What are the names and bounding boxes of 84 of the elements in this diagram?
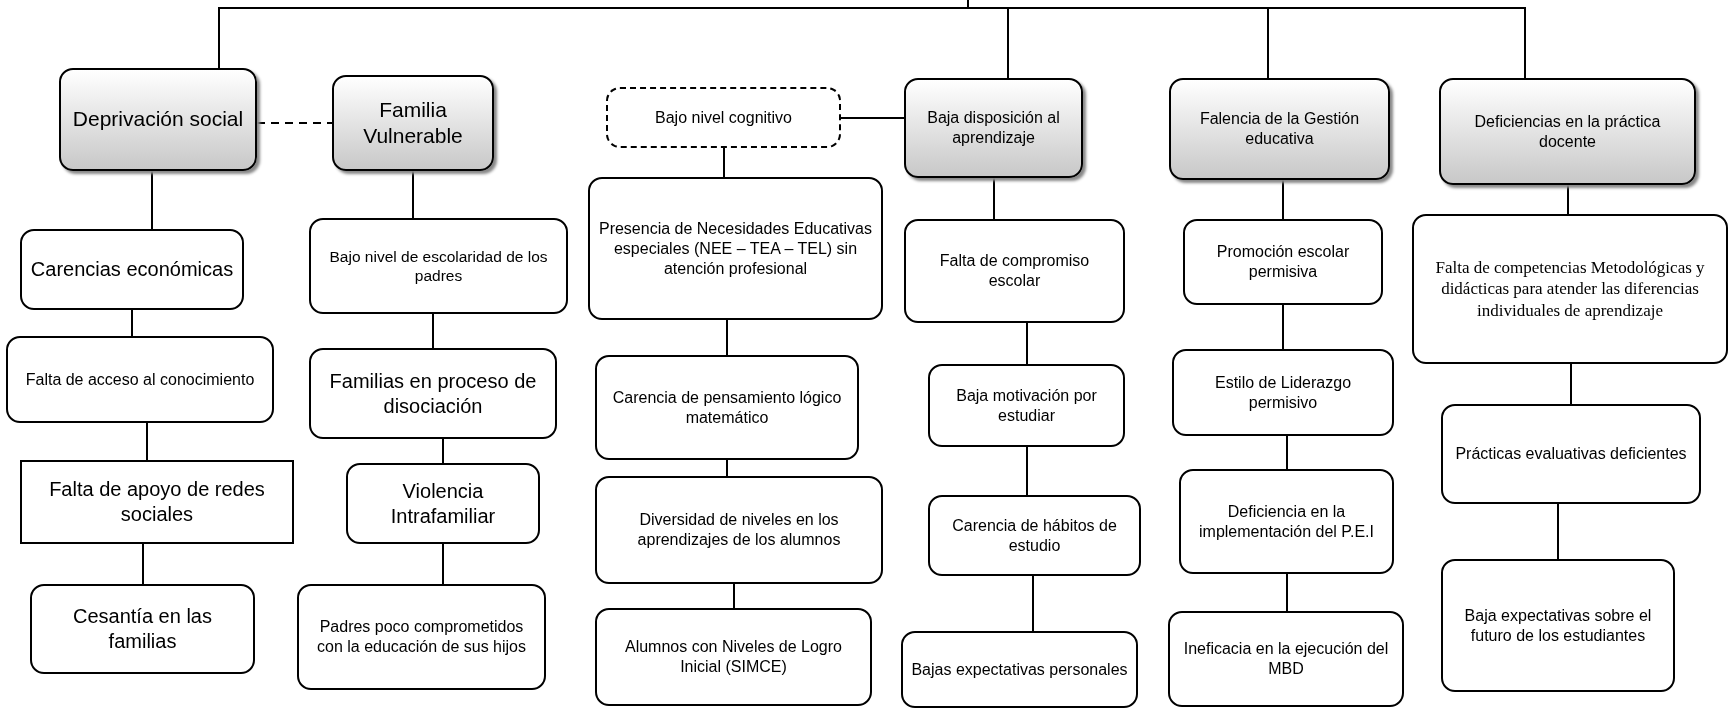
- cause-box: [297, 584, 546, 690]
- cause-box: [1441, 404, 1701, 504]
- node-text: Falta de competencias Metodológicas y didácticas para atender las diferencias individuales de aprendizaje: [1434, 257, 1706, 321]
- node-text: Falencia de la Gestión educativa: [1198, 109, 1361, 149]
- node-text: Diversidad de niveles en los aprendizajes de los alumnos: [636, 510, 842, 550]
- node-text: Deficiencia en la implementación del P.E.I: [1198, 501, 1375, 542]
- node-text: Promoción escolar permisiva: [1215, 242, 1351, 282]
- node-text: Familia Vulnerable: [362, 96, 464, 149]
- connector-line: [993, 177, 995, 220]
- cause-box: [309, 218, 568, 314]
- cause-box: [1172, 349, 1394, 436]
- connector-line: [151, 170, 153, 230]
- cause-box: [595, 355, 859, 460]
- node-text: Padres poco comprometidos con la educación de sus hijos: [316, 617, 527, 657]
- cause-box: [588, 177, 883, 320]
- node-text: Baja disposición al aprendizaje: [926, 108, 1061, 148]
- node-text: Cesantía en las familias: [72, 604, 213, 654]
- node-text: Carencia de hábitos de estudio: [951, 515, 1118, 556]
- connector-line: [1282, 179, 1284, 220]
- cause-box: [595, 608, 872, 706]
- cause-box: [1441, 559, 1675, 692]
- connector-line: [1026, 322, 1028, 365]
- cause-box: [20, 229, 244, 310]
- connector-line: [442, 438, 444, 464]
- connector-line: [432, 313, 434, 349]
- connector-line: [131, 309, 133, 337]
- node-text: Prácticas evaluativas deficientes: [1455, 444, 1687, 464]
- connector-line: [726, 319, 728, 356]
- cause-box: [6, 336, 274, 423]
- node-text: Deprivación social: [72, 106, 244, 133]
- connector-line: [1282, 304, 1284, 350]
- connector-line: [412, 170, 414, 219]
- category-box: [1439, 78, 1696, 185]
- node-text: Familias en proceso de disociación: [328, 368, 538, 419]
- connector-line: [442, 543, 444, 585]
- node-text: Ineficacia en la ejecución del MBD: [1182, 639, 1390, 679]
- cause-box: [30, 584, 255, 674]
- connector-line: [146, 422, 148, 461]
- connector-line: [1567, 184, 1569, 215]
- cause-box: [1183, 219, 1383, 305]
- node-text: Bajo nivel de escolaridad de los padres: [328, 246, 549, 286]
- connector-line: [1286, 573, 1288, 612]
- node-text: Carencia de pensamiento lógico matemático: [611, 387, 843, 428]
- node-text: Falta de compromiso escolar: [938, 251, 1091, 291]
- node-text: Deficiencias en la práctica docente: [1473, 111, 1662, 152]
- node-text: Carencias económicas: [30, 257, 234, 282]
- connector-line: [967, 0, 1526, 79]
- node-text: Estilo de Liderazgo permisivo: [1213, 372, 1353, 413]
- connector-line: [1286, 435, 1288, 470]
- cause-box: [1179, 469, 1394, 574]
- category-box: [59, 68, 257, 171]
- connector-line: [723, 147, 725, 178]
- node-text: Bajo nivel cognitivo: [655, 107, 792, 128]
- cause-box: [309, 348, 557, 439]
- connector-line: [142, 543, 144, 585]
- node-text: Bajas expectativas personales: [911, 659, 1128, 680]
- node-text: Presencia de Necesidades Educativas especiales (NEE – TEA – TEL) sin atención profesional: [598, 218, 873, 279]
- cause-box: [928, 495, 1141, 576]
- cause-box: [928, 364, 1125, 447]
- cause-box: [20, 460, 294, 544]
- connector-line: [1032, 575, 1034, 632]
- category-box: [1169, 78, 1390, 180]
- connector-line: [733, 583, 735, 609]
- connector-line: [1026, 446, 1028, 496]
- cause-box: [346, 463, 540, 544]
- node-text: Baja motivación por estudiar: [955, 385, 1098, 426]
- node-text: Baja expectativas sobre el futuro de los estudiantes: [1463, 605, 1653, 646]
- category-box: [332, 75, 494, 171]
- connector-line: [256, 122, 333, 124]
- cause-box: [595, 476, 883, 584]
- cause-box: [1168, 611, 1404, 707]
- connector-line: [726, 459, 728, 477]
- category-box: [904, 78, 1083, 178]
- node-text: Falta de apoyo de redes sociales: [48, 477, 266, 527]
- node-text: Violencia Intrafamiliar: [389, 478, 497, 529]
- connector-line: [840, 117, 905, 119]
- connector-line: [1557, 503, 1559, 560]
- dashed-box: [606, 87, 841, 148]
- cause-box: [1412, 214, 1728, 364]
- connector-line: [1570, 363, 1572, 405]
- node-text: Alumnos con Niveles de Logro Inicial (SIMCE): [624, 637, 843, 677]
- node-text: Falta de acceso al conocimiento: [25, 369, 255, 390]
- cause-box: [904, 219, 1125, 323]
- cause-box: [901, 631, 1138, 708]
